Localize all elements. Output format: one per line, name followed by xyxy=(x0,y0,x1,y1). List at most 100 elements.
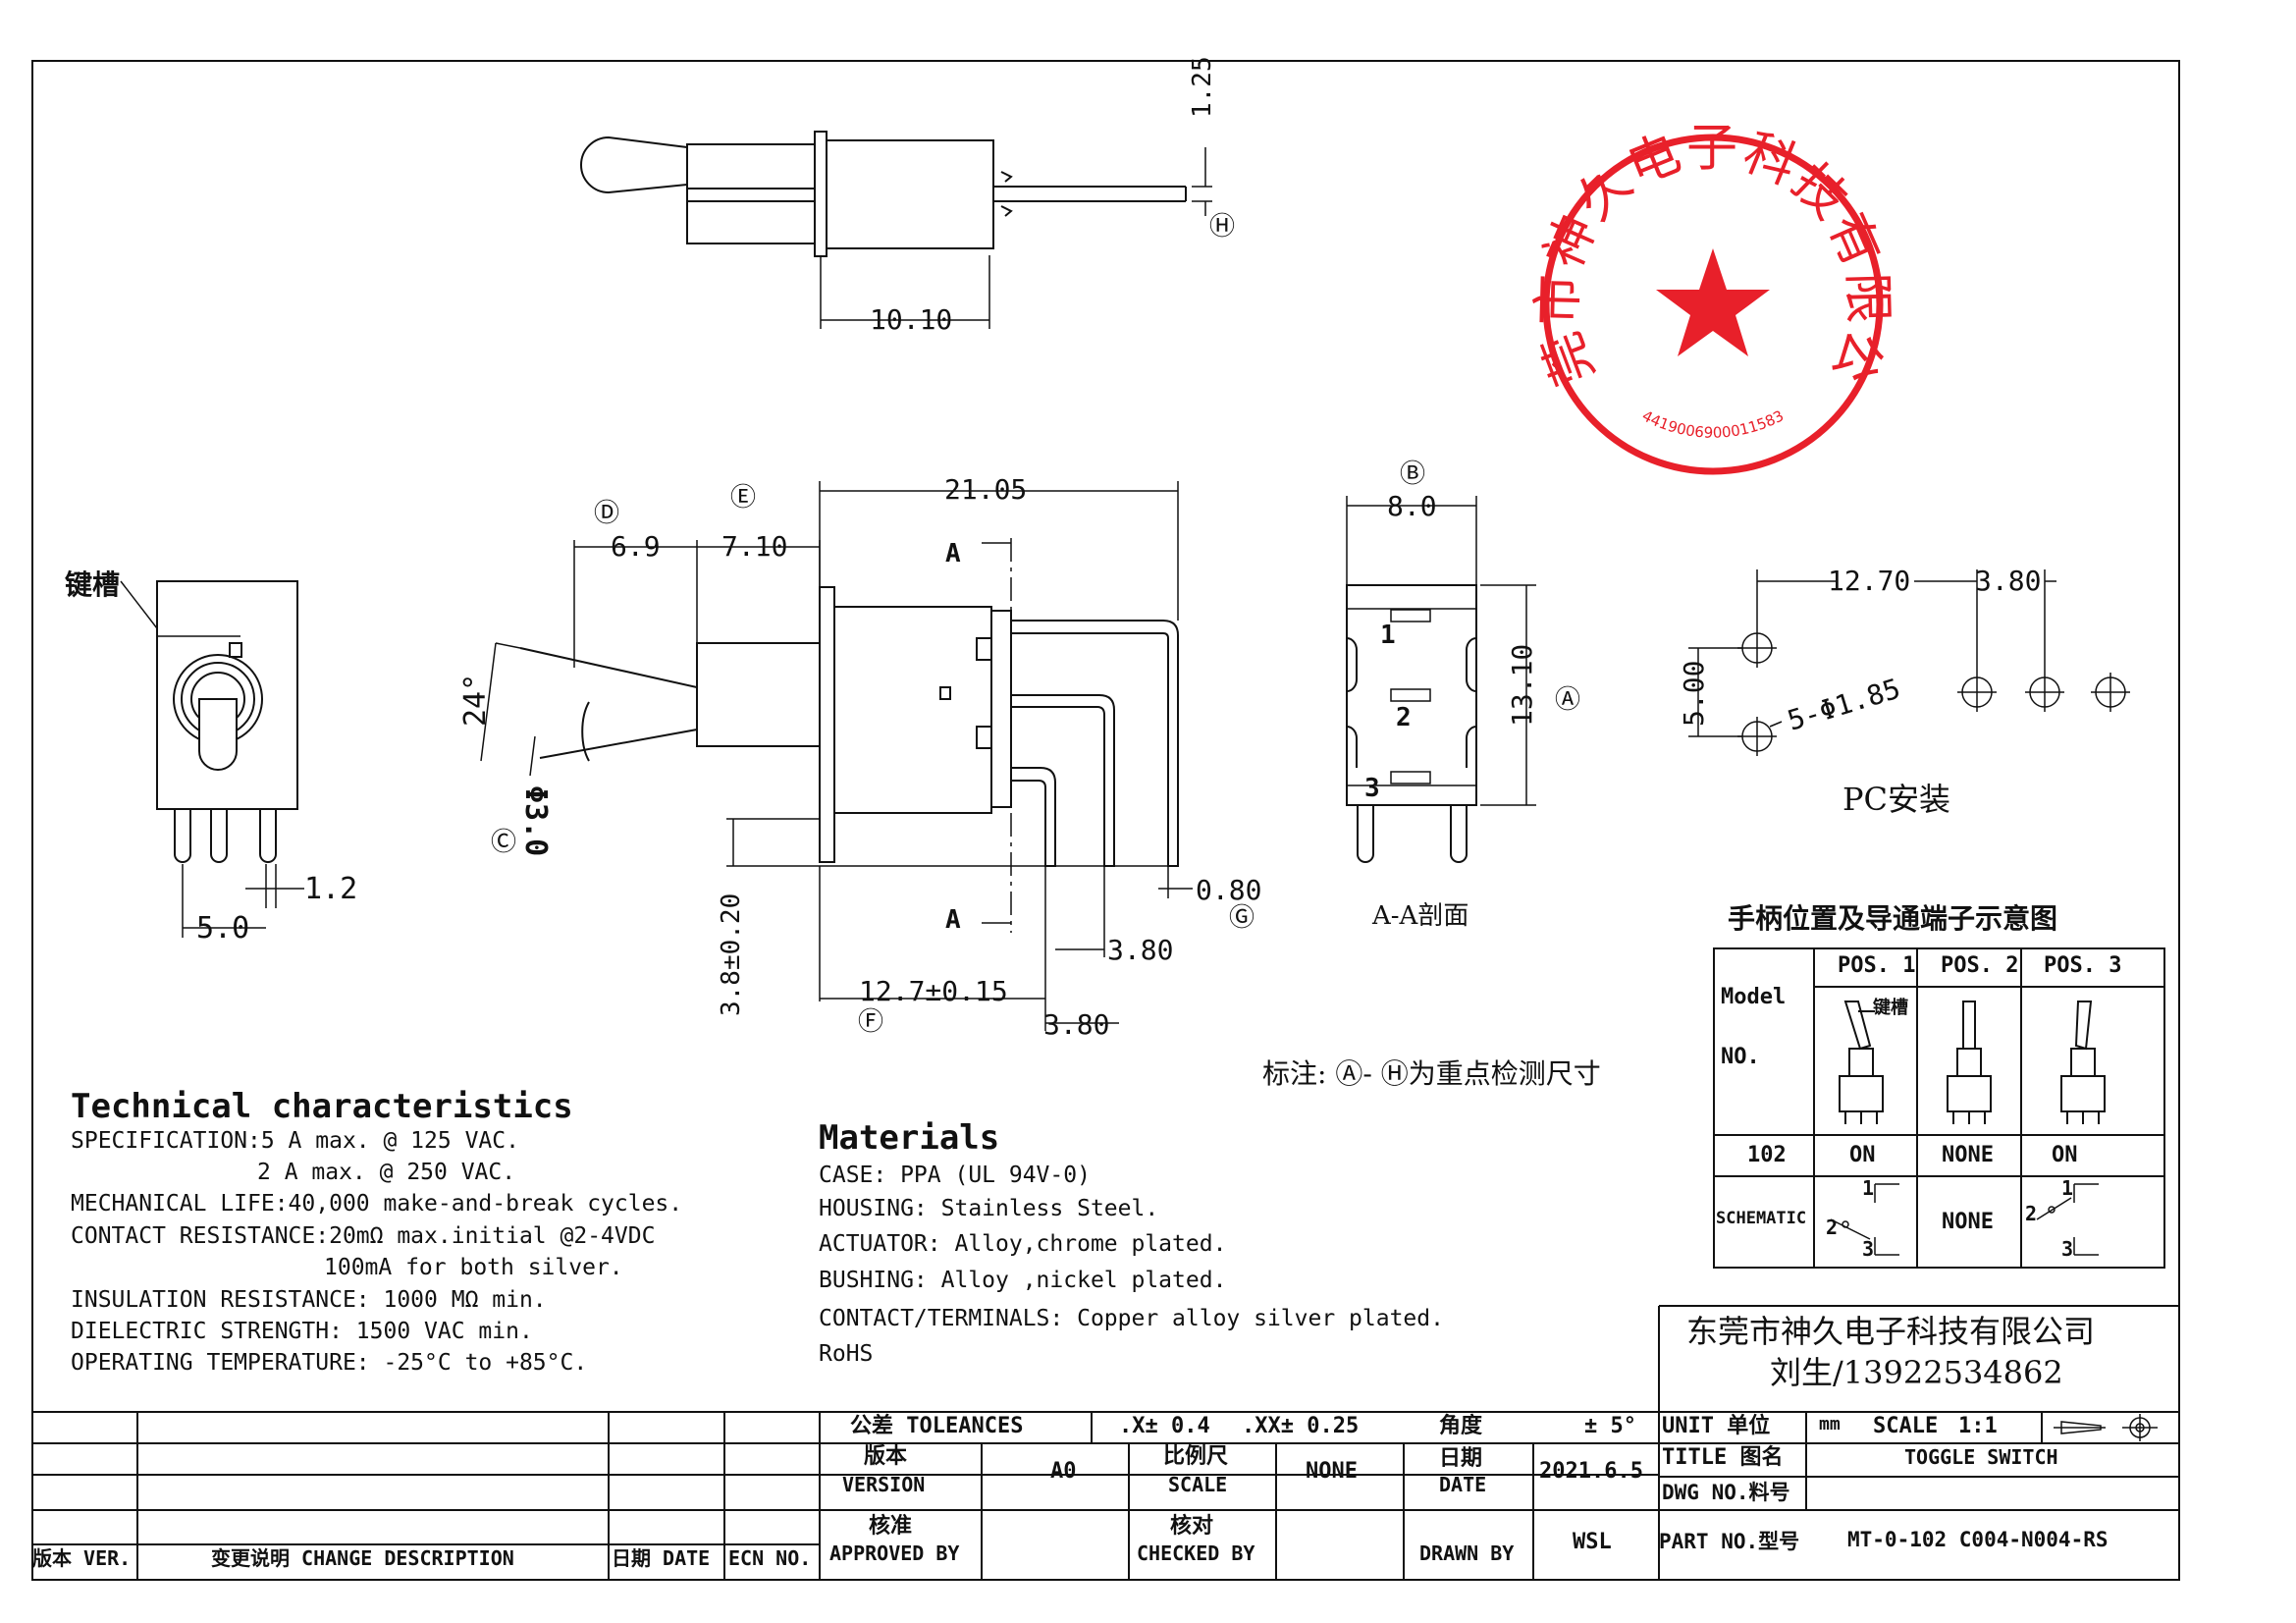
angle-value: ± 5° xyxy=(1584,1414,1636,1438)
ratio-cn: 比例尺 xyxy=(1163,1443,1229,1469)
rev-ecn: ECN NO. xyxy=(728,1546,812,1570)
keyslot-label: 键槽 xyxy=(65,568,121,601)
ratio-en: SCALE xyxy=(1168,1473,1228,1496)
dim-12-7: 12.7±0.15 xyxy=(859,975,1008,1007)
tech-heading: Technical characteristics xyxy=(71,1087,573,1126)
drawing-border xyxy=(31,60,2180,1581)
star-icon xyxy=(1656,248,1770,356)
dim-3-80-right: 3.80 xyxy=(1107,934,1174,966)
schematic-none: NONE xyxy=(1942,1210,1994,1234)
pos-keyslot-label: 键槽 xyxy=(1873,998,1908,1018)
label-a: Ⓐ xyxy=(1555,685,1581,715)
label-b: Ⓑ xyxy=(1400,460,1426,489)
tech-line: CONTACT RESISTANCE:20mΩ max.initial @2-4… xyxy=(71,1223,656,1249)
model-label: Model xyxy=(1721,985,1787,1009)
dim-13-10: 13.10 xyxy=(1506,643,1538,727)
tech-line: DIELECTRIC STRENGTH: 1500 VAC min. xyxy=(71,1319,533,1344)
pos1-value: ON xyxy=(1849,1143,1876,1167)
rev-date: 日期 DATE xyxy=(612,1546,711,1570)
rev-desc: 变更说明 CHANGE DESCRIPTION xyxy=(211,1546,514,1570)
title-block-grid xyxy=(32,1305,2179,1580)
rev-ver: 版本 VER. xyxy=(32,1546,132,1570)
sch3-pin1: 1 xyxy=(2061,1176,2074,1200)
version-cn: 版本 xyxy=(864,1443,908,1469)
position-table-grid xyxy=(1713,947,2165,1269)
ratio-value: NONE xyxy=(1306,1459,1358,1484)
pos2-value: NONE xyxy=(1942,1143,1994,1167)
materials-line: HOUSING: Stainless Steel. xyxy=(819,1196,1159,1221)
dim-10-10: 10.10 xyxy=(870,303,953,336)
tech-line: OPERATING TEMPERATURE: -25°C to +85°C. xyxy=(71,1350,588,1376)
dim-5-0: 5.0 xyxy=(196,911,250,946)
main-side-view xyxy=(480,481,1193,1031)
tol-x: .X± 0.4 xyxy=(1119,1414,1210,1438)
company-contact: 刘生/13922534862 xyxy=(1770,1354,2063,1391)
dim-6-9: 6.9 xyxy=(611,530,661,563)
section-caption: A-A剖面 xyxy=(1372,901,1469,931)
section-a-bottom: A xyxy=(945,905,961,935)
check-en: CHECKED BY xyxy=(1137,1542,1255,1565)
model-number: 102 xyxy=(1747,1143,1787,1167)
check-cn: 核对 xyxy=(1170,1513,1214,1539)
date-cn: 日期 xyxy=(1439,1445,1483,1471)
tol-xx: .XX± 0.25 xyxy=(1242,1414,1360,1438)
label-h: Ⓗ xyxy=(1209,212,1236,242)
schematic-icons xyxy=(1830,1183,2099,1256)
label-f: Ⓕ xyxy=(858,1007,884,1037)
dim-1-25: 1.25 xyxy=(1188,56,1217,118)
tech-line: MECHANICAL LIFE:40,000 make-and-break cy… xyxy=(71,1191,683,1217)
pos3-header: POS. 3 xyxy=(2044,953,2122,978)
dim-8-0: 8.0 xyxy=(1387,490,1437,522)
title-value: TOGGLE SWITCH xyxy=(1904,1445,2058,1469)
company-name: 东莞市神久电子科技有限公司 xyxy=(1686,1313,2096,1350)
tol-label: 公差 TOLEANCES xyxy=(850,1414,1024,1438)
part-label: PART NO.型号 xyxy=(1659,1530,1800,1553)
sch3-pin2: 2 xyxy=(2025,1202,2038,1225)
dim-7-10: 7.10 xyxy=(721,530,788,563)
label-c: Ⓒ xyxy=(491,828,517,857)
drawn-label: DRAWN BY xyxy=(1419,1542,1515,1565)
scale-label: SCALE xyxy=(1873,1414,1939,1438)
pos2-header: POS. 2 xyxy=(1941,953,2019,978)
pin-2: 2 xyxy=(1396,703,1412,732)
projection-symbol xyxy=(2054,1414,2158,1441)
pc-dim-12-70: 12.70 xyxy=(1828,565,1911,597)
tech-line: INSULATION RESISTANCE: 1000 MΩ min. xyxy=(71,1287,547,1313)
dim-0-80: 0.80 xyxy=(1196,874,1262,906)
part-value: MT-0-102 C004-N004-RS xyxy=(1847,1528,2109,1551)
dim-3-80-bottom: 3.80 xyxy=(1043,1008,1110,1041)
materials-line: BUSHING: Alloy ,nickel plated. xyxy=(819,1268,1227,1293)
date-value: 2021.6.5 xyxy=(1539,1459,1643,1484)
tech-line: 100mA for both silver. xyxy=(324,1255,623,1280)
pin-3: 3 xyxy=(1364,774,1380,803)
sch3-pin3: 3 xyxy=(2061,1237,2074,1261)
unit-label: UNIT 单位 xyxy=(1662,1414,1771,1438)
approve-en: APPROVED BY xyxy=(829,1542,960,1565)
approve-cn: 核准 xyxy=(869,1513,913,1539)
pc-dim-3-80: 3.80 xyxy=(1975,565,2042,597)
version-value: A0 xyxy=(1050,1459,1077,1484)
unit-value: mm xyxy=(1819,1414,1841,1434)
label-e: Ⓔ xyxy=(730,483,757,513)
lever-icons xyxy=(1839,1001,2106,1124)
date-en: DATE xyxy=(1439,1473,1487,1496)
section-view xyxy=(1346,496,1536,863)
materials-line: RoHS xyxy=(819,1341,874,1367)
schematic-label: SCHEMATIC xyxy=(1716,1209,1807,1228)
dwg-label: DWG NO.料号 xyxy=(1662,1481,1790,1504)
materials-line: CASE: PPA (UL 94V-0) xyxy=(819,1163,1091,1188)
section-a-top: A xyxy=(945,539,961,568)
tech-line: SPECIFICATION:5 A max. @ 125 VAC. xyxy=(71,1128,519,1154)
pos1-header: POS. 1 xyxy=(1838,953,1916,978)
left-front-view xyxy=(120,580,304,938)
dim-1-2: 1.2 xyxy=(304,872,358,906)
materials-line: CONTACT/TERMINALS: Copper alloy silver p… xyxy=(819,1306,1444,1331)
label-d: Ⓓ xyxy=(594,499,620,528)
position-table-title: 手柄位置及导通端子示意图 xyxy=(1728,902,2058,935)
no-label: NO. xyxy=(1721,1045,1760,1069)
top-side-view xyxy=(580,131,1212,329)
inspection-note: 标注: Ⓐ- Ⓗ为重点检测尺寸 xyxy=(1262,1057,1601,1090)
dim-24-deg: 24° xyxy=(458,673,493,727)
sch1-pin3: 3 xyxy=(1862,1237,1875,1261)
drawn-value: WSL xyxy=(1573,1530,1612,1554)
